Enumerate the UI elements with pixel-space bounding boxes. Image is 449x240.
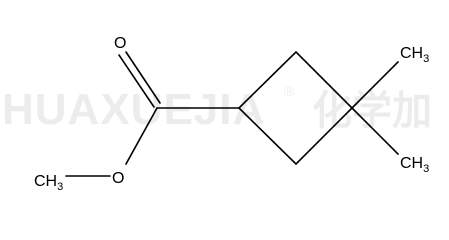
bonds (65, 51, 399, 177)
watermark: HUAXUEJIA ® 化学加 (2, 83, 432, 134)
carbonyl-oxygen-label: O (114, 35, 126, 52)
molecule-drawing: HUAXUEJIA ® 化学加 O O (2, 35, 432, 193)
methyl-bottom-label: CH3 (400, 155, 429, 175)
methyl-top-bond (351, 61, 399, 109)
ring-bond-2 (295, 51, 353, 109)
ring-bond-1 (238, 51, 297, 109)
carbonyl-double-bond-1 (118, 54, 155, 108)
atom-labels: O O CH3 CH3 CH3 (34, 35, 429, 193)
methyl-bottom-subscript: 3 (423, 163, 429, 175)
ring-bond-3 (295, 107, 353, 165)
watermark-latin: HUAXUEJIA (2, 85, 265, 134)
methoxy-c: CH (34, 173, 57, 190)
methoxy-subscript: 3 (57, 181, 63, 193)
methoxy-label: CH3 (34, 173, 63, 193)
carbonyl-double-bond-2 (125, 51, 161, 104)
ring-bond-4 (238, 107, 297, 165)
methyl-bottom-bond (351, 107, 399, 155)
methyl-top-label: CH3 (400, 45, 429, 65)
methyl-bottom-c: CH (400, 155, 423, 172)
watermark-registered: ® (284, 83, 295, 99)
carbonyl-ester-o-bond (125, 107, 158, 165)
structure-canvas: HUAXUEJIA ® 化学加 O O (2, 35, 432, 193)
methyl-top-subscript: 3 (423, 53, 429, 65)
methyl-top-c: CH (400, 45, 423, 62)
watermark-cjk: 化学加 (312, 88, 432, 134)
ester-oxygen-label: O (112, 170, 124, 187)
